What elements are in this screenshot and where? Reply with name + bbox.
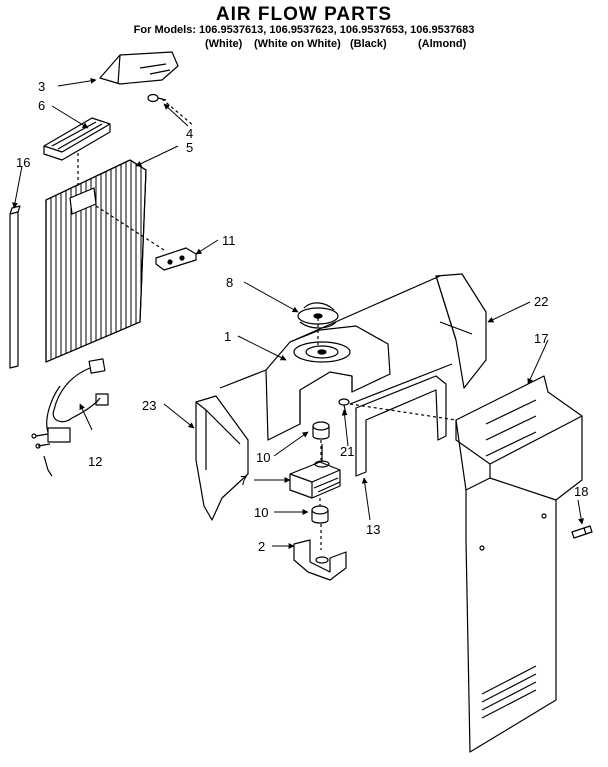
- part-22-side-duct: [435, 273, 487, 389]
- callout-5: 5: [186, 140, 193, 155]
- callout-1: 1: [224, 329, 231, 344]
- callout-3: 3: [38, 79, 45, 94]
- leader-lines: [12, 77, 585, 549]
- part-18-screw: [571, 525, 593, 539]
- callout-7: 7: [240, 473, 247, 488]
- callout-6: 6: [38, 98, 45, 113]
- part-23-side-duct: [195, 395, 249, 521]
- callout-17: 17: [534, 331, 548, 346]
- part-12-wiring-harness: [31, 358, 109, 477]
- callout-8: 8: [226, 275, 233, 290]
- part-7-fan-motor: [289, 444, 341, 506]
- models-line: For Models: 106.9537613, 106.9537623, 10…: [133, 24, 475, 36]
- callout-13: 13: [366, 522, 380, 537]
- part-2-motor-bracket: [293, 539, 347, 581]
- part-4-screw: [147, 93, 195, 127]
- part-6-damper: [43, 117, 111, 161]
- part-10-bushing-lower: [311, 505, 329, 550]
- callout-22: 22: [534, 294, 548, 309]
- part-16-seal-strip: [9, 205, 21, 369]
- callout-16: 16: [16, 155, 30, 170]
- part-13-u-seal: [349, 363, 453, 477]
- callout-10-upper: 10: [256, 450, 270, 465]
- part-3-duct-cover: [99, 51, 179, 85]
- diagram-title: AIR FLOW PARTS: [215, 4, 393, 25]
- color-black: (Black): [350, 38, 387, 50]
- color-white: (White): [205, 38, 243, 50]
- callout-2: 2: [258, 539, 265, 554]
- part-17-air-duct: [349, 375, 583, 753]
- color-white-on-white: (White on White): [254, 38, 341, 50]
- callout-21: 21: [340, 444, 354, 459]
- callout-11: 11: [222, 233, 236, 248]
- part-1-fan-housing: [219, 275, 441, 441]
- callout-18: 18: [574, 484, 588, 499]
- part-8-fan-blade: [297, 302, 339, 345]
- callout-23: 23: [142, 398, 156, 413]
- part-5-air-panel: [45, 150, 165, 363]
- callout-12: 12: [88, 454, 102, 469]
- color-almond: (Almond): [418, 38, 467, 50]
- callout-10-lower: 10: [254, 505, 268, 520]
- part-10-bushing-upper: [312, 421, 330, 460]
- callout-4: 4: [186, 126, 193, 141]
- callout-labels: 3 6 4 5 16 11 12 8 1 22 17 23 10 21 7 10…: [16, 79, 588, 554]
- part-11-bracket: [155, 247, 197, 271]
